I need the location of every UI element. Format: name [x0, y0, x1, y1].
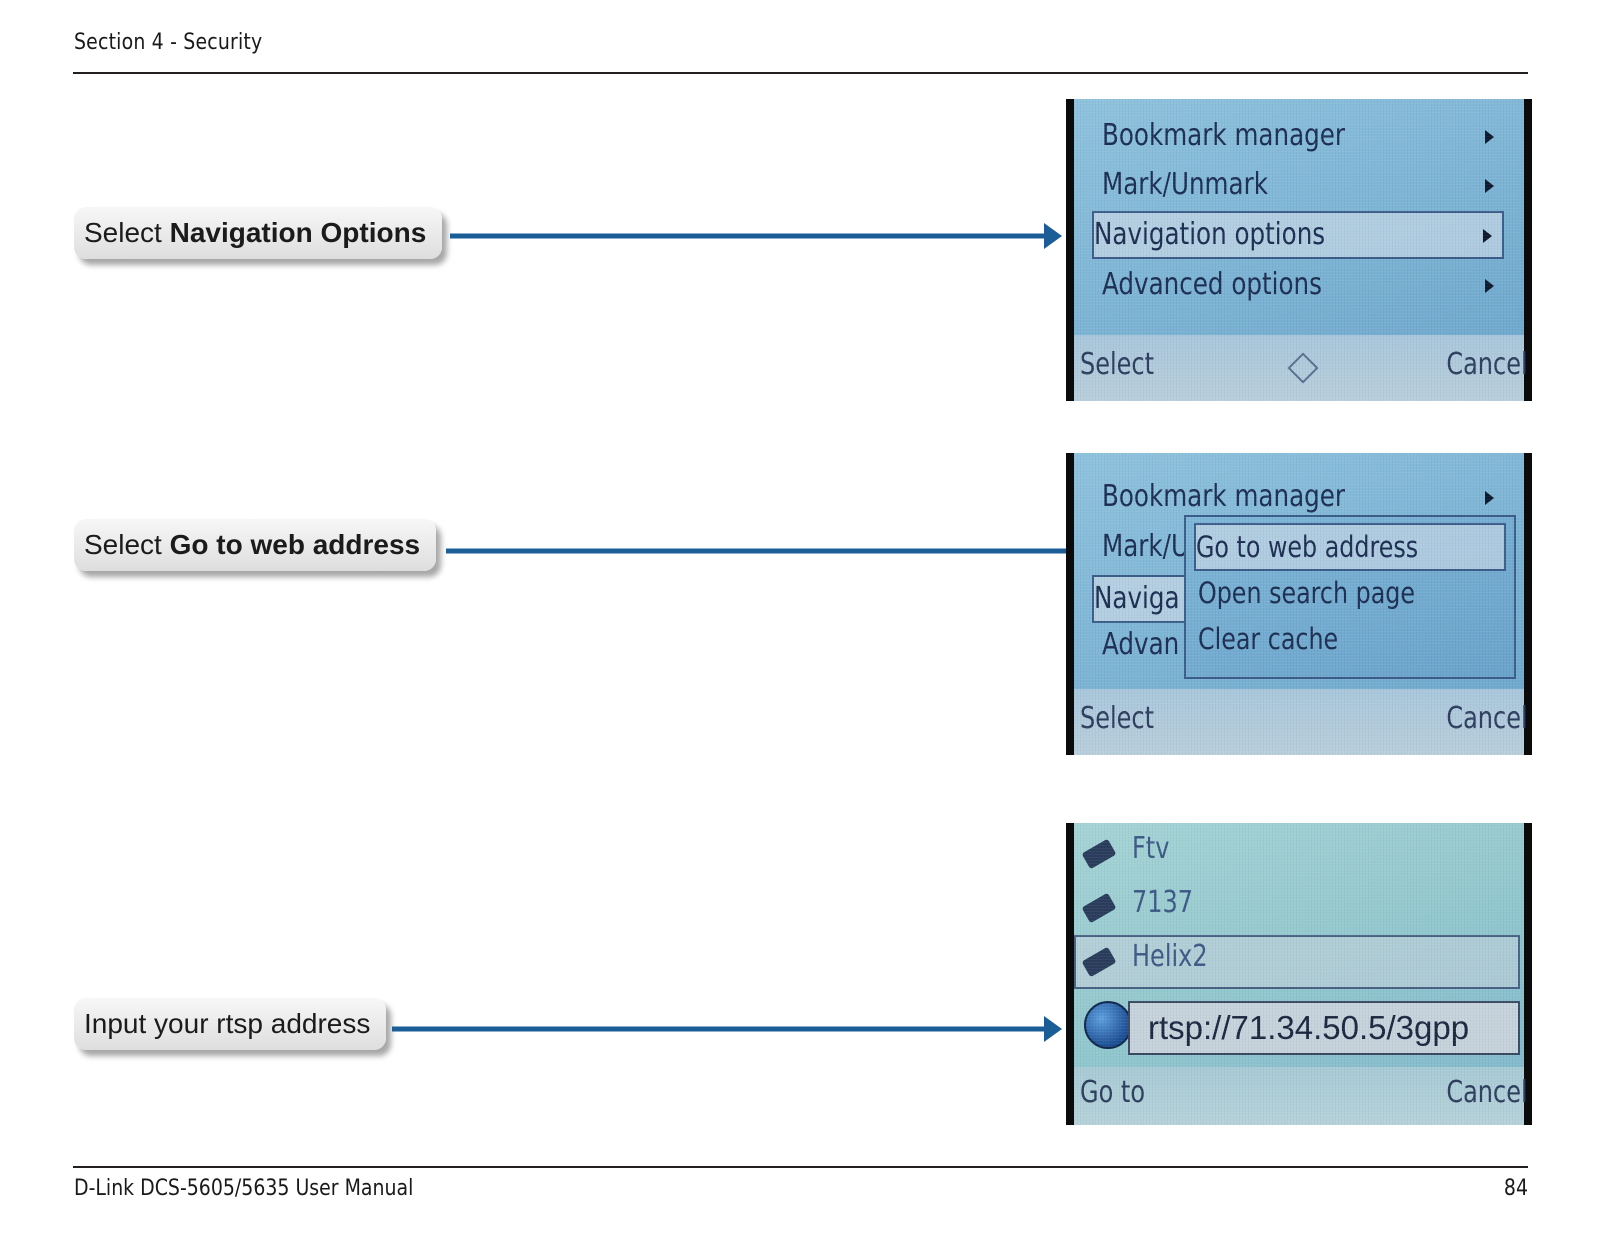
phone-screen-3: Ftv 7137 Helix2 rtsp://71.34.50.5/3gpp G… [1066, 823, 1532, 1125]
phone-screen-2: Bookmark manager Mark/U Naviga Advan Go … [1066, 453, 1532, 755]
bookmark-selected-row[interactable] [1074, 935, 1520, 989]
menu-item-bookmark-manager[interactable]: Bookmark manager [1102, 114, 1504, 158]
callout-step-3-text: Input your rtsp address [84, 1008, 371, 1039]
bookmark-icon [1081, 892, 1117, 924]
web-address-input[interactable]: rtsp://71.34.50.5/3gpp [1128, 1001, 1520, 1055]
callout-step-2-prefix: Select [84, 529, 170, 560]
softkey-go-to[interactable]: Go to [1080, 1075, 1146, 1110]
menu-item-mark-unmark[interactable]: Mark/Unmark [1102, 163, 1504, 207]
softkey-bar-2: Select Cancel [1074, 689, 1528, 755]
menu-item-navigation-options[interactable]: Navigation options [1092, 211, 1504, 259]
softkey-select[interactable]: Select [1080, 701, 1155, 736]
menu-item-advanced-partial[interactable]: Advan [1102, 627, 1180, 662]
chevron-right-icon [1485, 491, 1494, 505]
globe-icon [1084, 1001, 1132, 1049]
chevron-right-icon [1485, 130, 1494, 144]
phone-screen-1: Bookmark manager Mark/Unmark Navigation … [1066, 99, 1532, 401]
arrow-step-3 [392, 1016, 1062, 1042]
bookmark-icon [1081, 838, 1117, 870]
bookmark-7137[interactable]: 7137 [1132, 885, 1194, 920]
softkey-bar-1: Select Cancel [1074, 335, 1528, 401]
menu-item-navigation-partial[interactable]: Naviga [1092, 575, 1192, 623]
bookmark-ftv[interactable]: Ftv [1132, 831, 1170, 866]
navigation-submenu: Go to web address Open search page Clear… [1184, 515, 1516, 679]
menu-item-clear-cache[interactable]: Clear cache [1198, 622, 1339, 656]
callout-step-1-bold: Navigation Options [169, 217, 427, 248]
callout-step-3: Input your rtsp address [74, 998, 387, 1050]
section-title: Section 4 - Security [74, 30, 263, 55]
arrow-step-1 [450, 223, 1062, 249]
callout-step-1-prefix: Select [84, 217, 170, 248]
lcd-display-2: Bookmark manager Mark/U Naviga Advan Go … [1074, 453, 1528, 755]
callout-step-2: Select Go to web address [74, 519, 437, 571]
chevron-right-icon [1483, 229, 1492, 243]
menu-item-bookmark-manager[interactable]: Bookmark manager [1102, 475, 1504, 519]
lcd-display-1: Bookmark manager Mark/Unmark Navigation … [1074, 99, 1528, 401]
bookmark-helix2[interactable]: Helix2 [1132, 939, 1208, 974]
softkey-bar-3: Go to Cancel [1074, 1067, 1528, 1125]
chevron-right-icon [1485, 179, 1494, 193]
header-rule [73, 72, 1528, 74]
softkey-cancel[interactable]: Cancel [1446, 347, 1528, 382]
menu-item-advanced-options[interactable]: Advanced options [1102, 263, 1504, 307]
nav-diamond-icon [1287, 352, 1319, 384]
callout-step-1: Select Navigation Options [74, 207, 443, 259]
lcd-display-3: Ftv 7137 Helix2 rtsp://71.34.50.5/3gpp G… [1074, 823, 1528, 1125]
softkey-cancel[interactable]: Cancel [1446, 701, 1528, 736]
page-number: 84 [1503, 1176, 1528, 1201]
callout-step-2-bold: Go to web address [169, 529, 421, 560]
menu-item-open-search-page[interactable]: Open search page [1198, 576, 1416, 610]
softkey-cancel[interactable]: Cancel [1446, 1075, 1528, 1110]
softkey-select[interactable]: Select [1080, 347, 1155, 382]
chevron-right-icon [1485, 279, 1494, 293]
footer-rule [73, 1166, 1528, 1168]
menu-item-mark-unmark-partial[interactable]: Mark/U [1102, 529, 1189, 564]
manual-title: D-Link DCS-5605/5635 User Manual [74, 1176, 414, 1201]
menu-item-go-to-web-address[interactable]: Go to web address [1194, 523, 1506, 571]
